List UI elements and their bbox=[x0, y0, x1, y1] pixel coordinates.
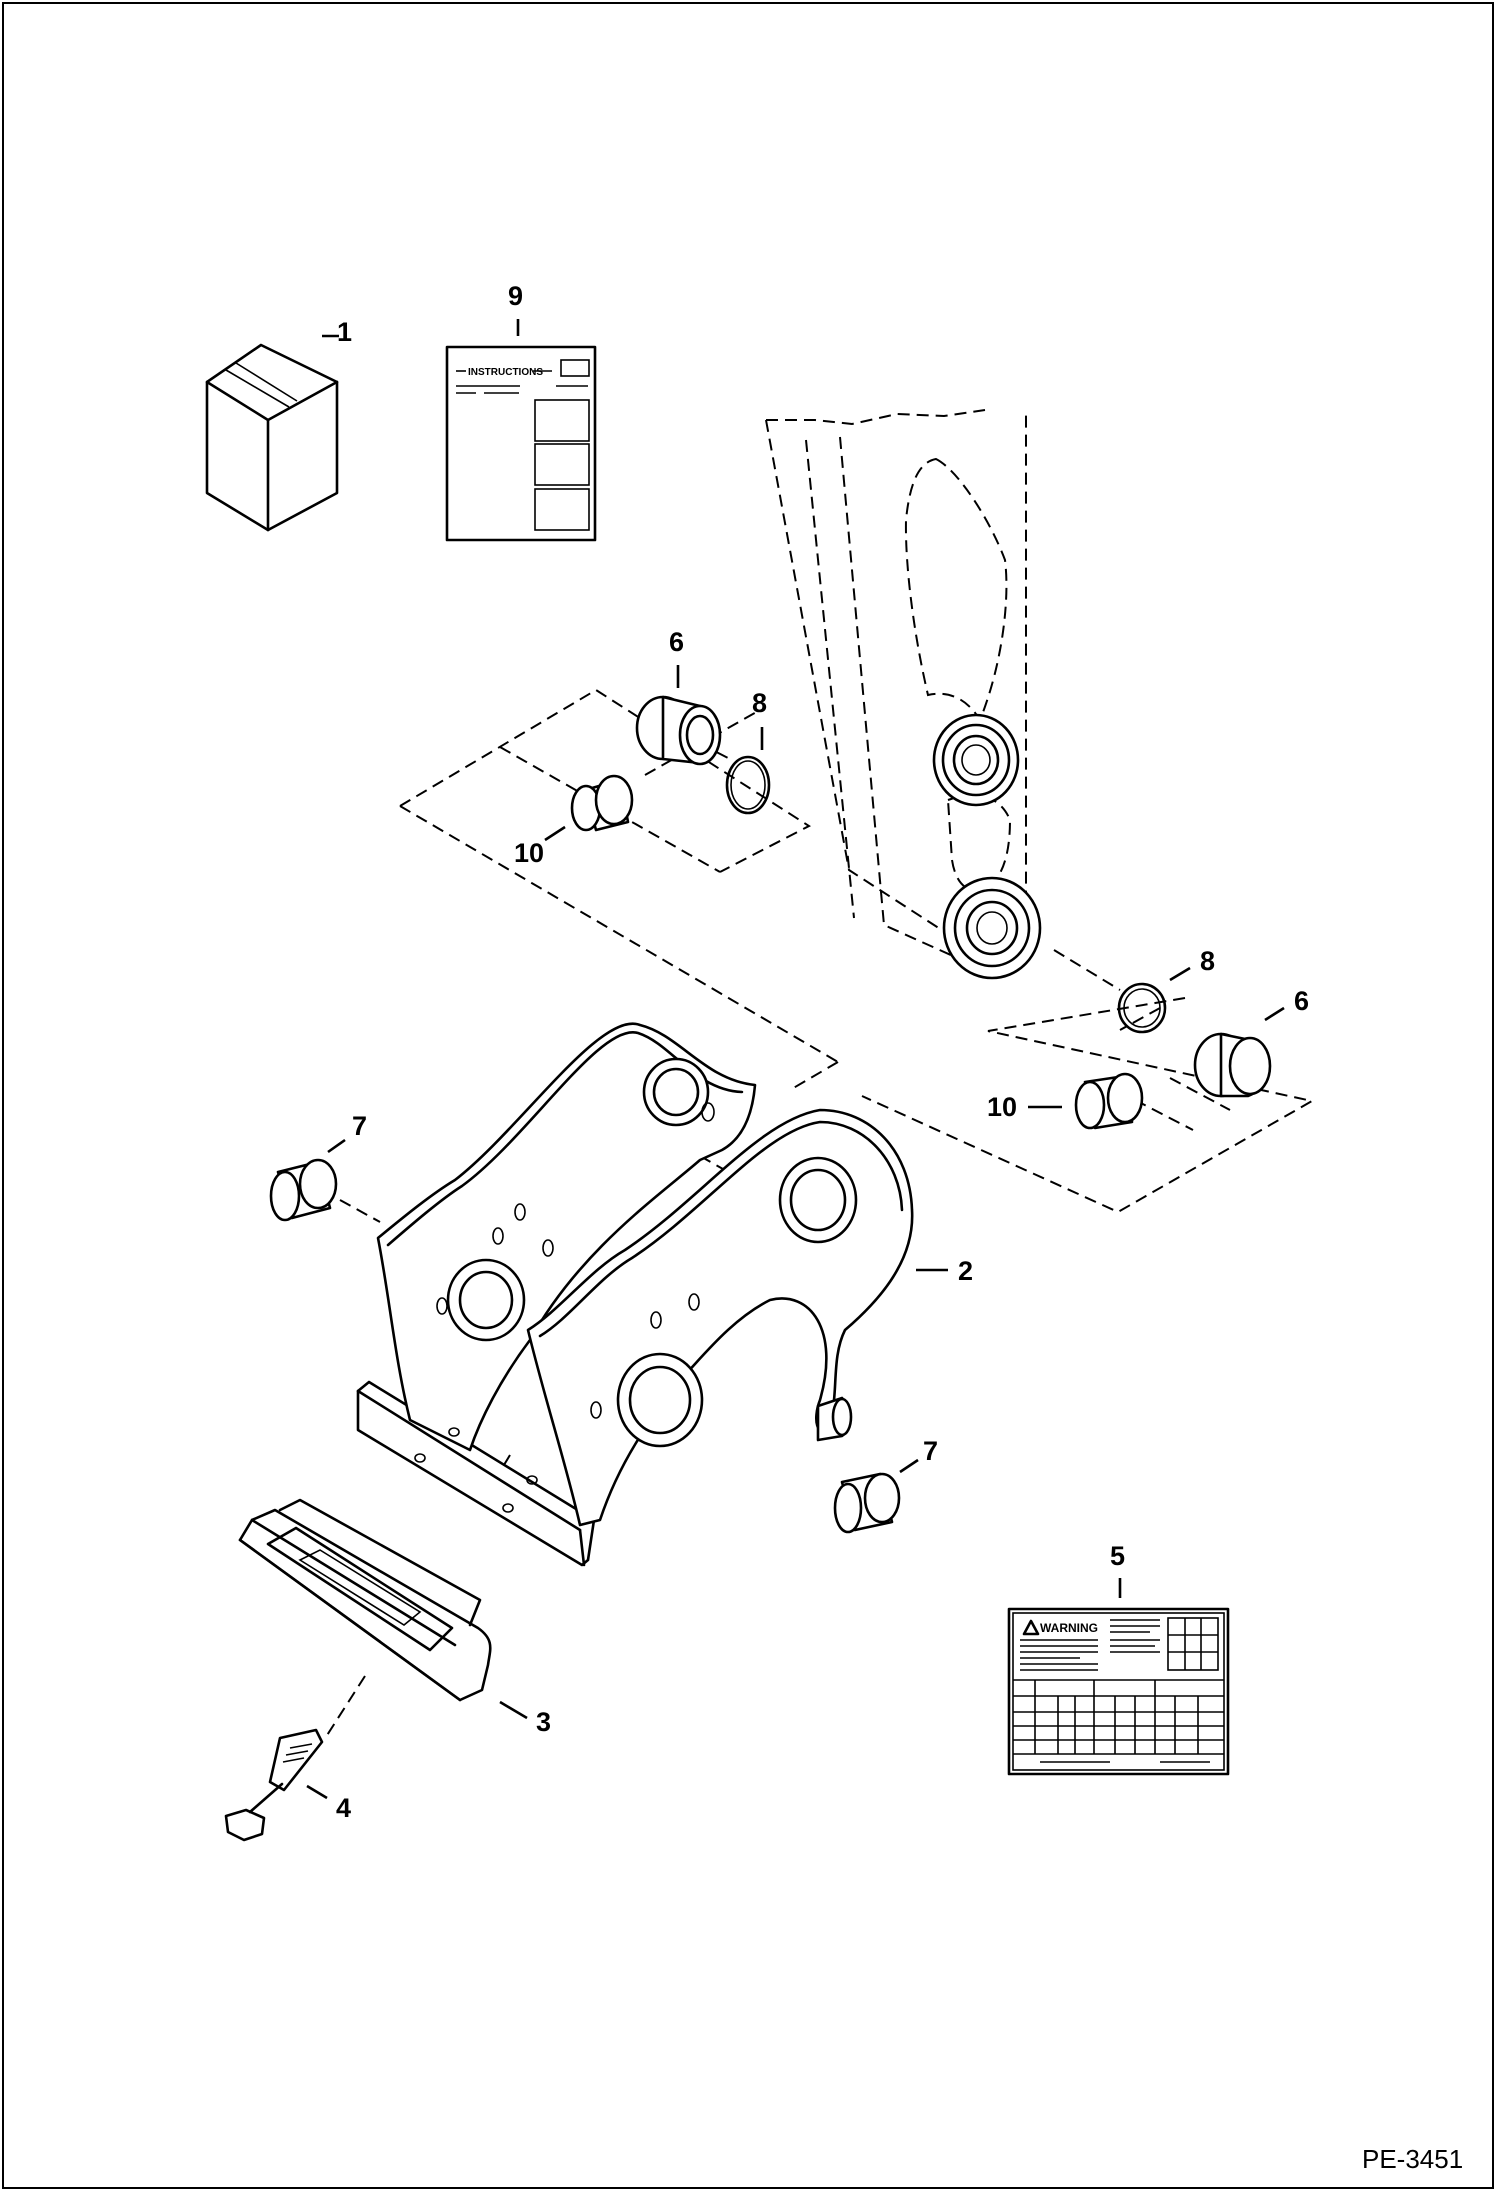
callout-4: 4 bbox=[336, 1793, 351, 1823]
part-box bbox=[205, 343, 339, 532]
callout-2: 2 bbox=[958, 1256, 973, 1286]
part-o-ring-lower bbox=[1117, 982, 1167, 1034]
part-bushing-bottom bbox=[833, 1472, 901, 1534]
callout-10-lower: 10 bbox=[987, 1092, 1017, 1122]
leader-lines bbox=[306, 319, 1285, 1800]
part-instruction-sheet: INSTRUCTIONS bbox=[445, 345, 597, 542]
callout-7-upper: 7 bbox=[352, 1111, 367, 1141]
instruction-sheet-heading: INSTRUCTIONS bbox=[468, 367, 543, 378]
part-bushing-left bbox=[269, 1158, 338, 1222]
part-bolt bbox=[224, 1728, 324, 1842]
part-flanged-bushing-upper bbox=[635, 695, 722, 766]
callout-6-upper: 6 bbox=[669, 627, 684, 657]
part-coupler-body bbox=[356, 1022, 914, 1567]
callout-7-lower: 7 bbox=[923, 1436, 938, 1466]
part-bushing-upper bbox=[570, 774, 634, 832]
callout-5: 5 bbox=[1110, 1541, 1125, 1571]
part-wear-pad bbox=[238, 1498, 492, 1702]
callout-labels: 1 9 6 8 10 8 6 10 7 2 7 5 3 4 bbox=[336, 281, 1309, 1823]
part-flanged-bushing-lower bbox=[1193, 1032, 1272, 1098]
arm-lower-bore bbox=[942, 876, 1042, 980]
callout-9: 9 bbox=[508, 281, 523, 311]
part-warning-decal: WARNING bbox=[1007, 1607, 1230, 1776]
arm-upper-bore bbox=[932, 713, 1020, 807]
callout-1: 1 bbox=[337, 317, 352, 347]
part-o-ring-upper bbox=[725, 755, 771, 815]
figure-code: PE-3451 bbox=[1362, 2144, 1463, 2174]
callout-8-upper: 8 bbox=[752, 688, 767, 718]
callout-10-upper: 10 bbox=[514, 838, 544, 868]
callout-8-lower: 8 bbox=[1200, 946, 1215, 976]
part-bushing-lower bbox=[1074, 1072, 1144, 1130]
callout-3: 3 bbox=[536, 1707, 551, 1737]
warning-decal-heading: WARNING bbox=[1040, 1621, 1098, 1635]
callout-6-lower: 6 bbox=[1294, 986, 1309, 1016]
